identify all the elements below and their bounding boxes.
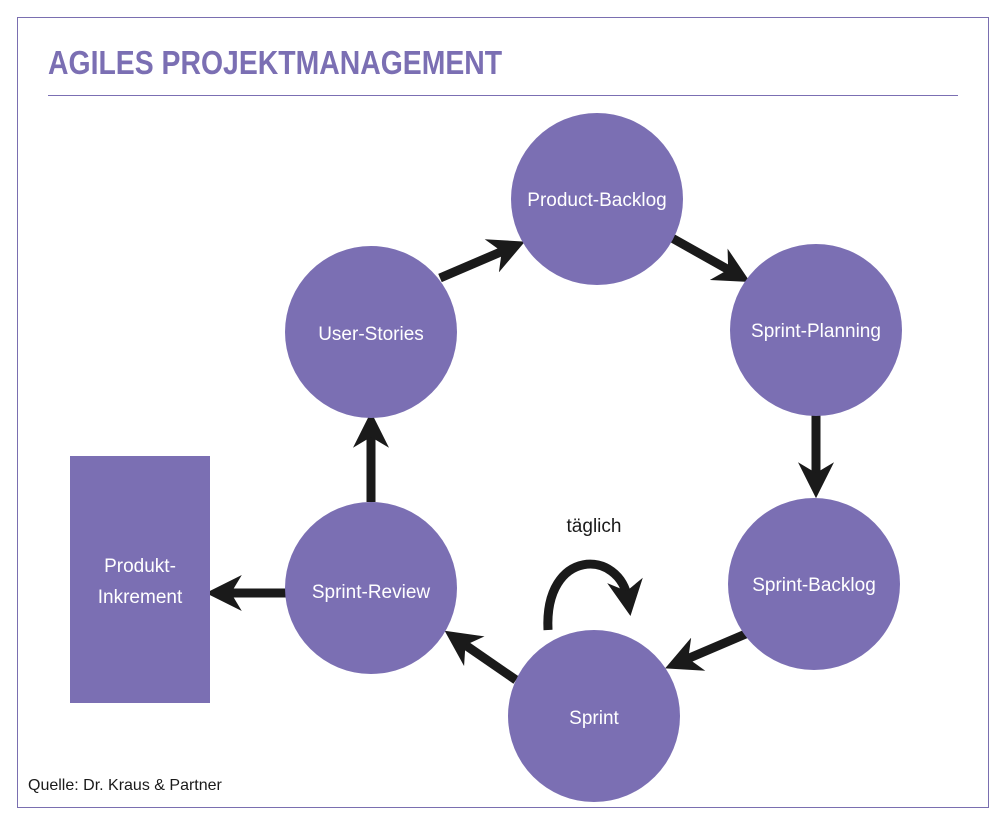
sprint-backlog-circle: [728, 498, 900, 670]
product-backlog-label: Product-Backlog: [527, 190, 666, 211]
sprint-review-label: Sprint-Review: [312, 582, 431, 603]
user-stories-circle: [285, 246, 457, 418]
diagram-title: AGILES PROJEKTMANAGEMENT: [48, 44, 503, 81]
arrow-product-backlog-to-sprint-planning: [669, 234, 751, 282]
sprint-backlog-label: Sprint-Backlog: [752, 575, 876, 596]
title-underline: [48, 95, 958, 96]
node-product-backlog: Product-Backlog: [511, 113, 683, 285]
arrow-user-stories-to-product-backlog: [438, 239, 525, 283]
node-user-stories: User-Stories: [285, 246, 457, 418]
daily-loop-arrow: [543, 559, 643, 631]
produkt-inkrement-label-line2: Inkrement: [98, 587, 183, 608]
node-sprint: Sprint: [508, 630, 680, 802]
node-sprint-backlog: Sprint-Backlog: [728, 498, 900, 670]
sprint-circle: [508, 630, 680, 802]
arrow-sprint-backlog-to-sprint: [665, 628, 750, 671]
arrow-sprint-to-sprint-review: [444, 630, 519, 684]
user-stories-label: User-Stories: [318, 324, 424, 345]
node-produkt-inkrement: Produkt- Inkrement: [70, 456, 210, 703]
sprint-label: Sprint: [569, 708, 619, 729]
sprint-planning-circle: [730, 244, 902, 416]
produkt-inkrement-box: [70, 456, 210, 703]
sprint-planning-label: Sprint-Planning: [751, 321, 881, 342]
produkt-inkrement-label-line1: Produkt-: [104, 556, 176, 577]
product-backlog-circle: [511, 113, 683, 285]
node-sprint-planning: Sprint-Planning: [730, 244, 902, 416]
node-sprint-review: Sprint-Review: [285, 502, 457, 674]
daily-loop-label: täglich: [567, 516, 622, 537]
source-note: Quelle: Dr. Kraus & Partner: [28, 777, 222, 794]
sprint-review-circle: [285, 502, 457, 674]
